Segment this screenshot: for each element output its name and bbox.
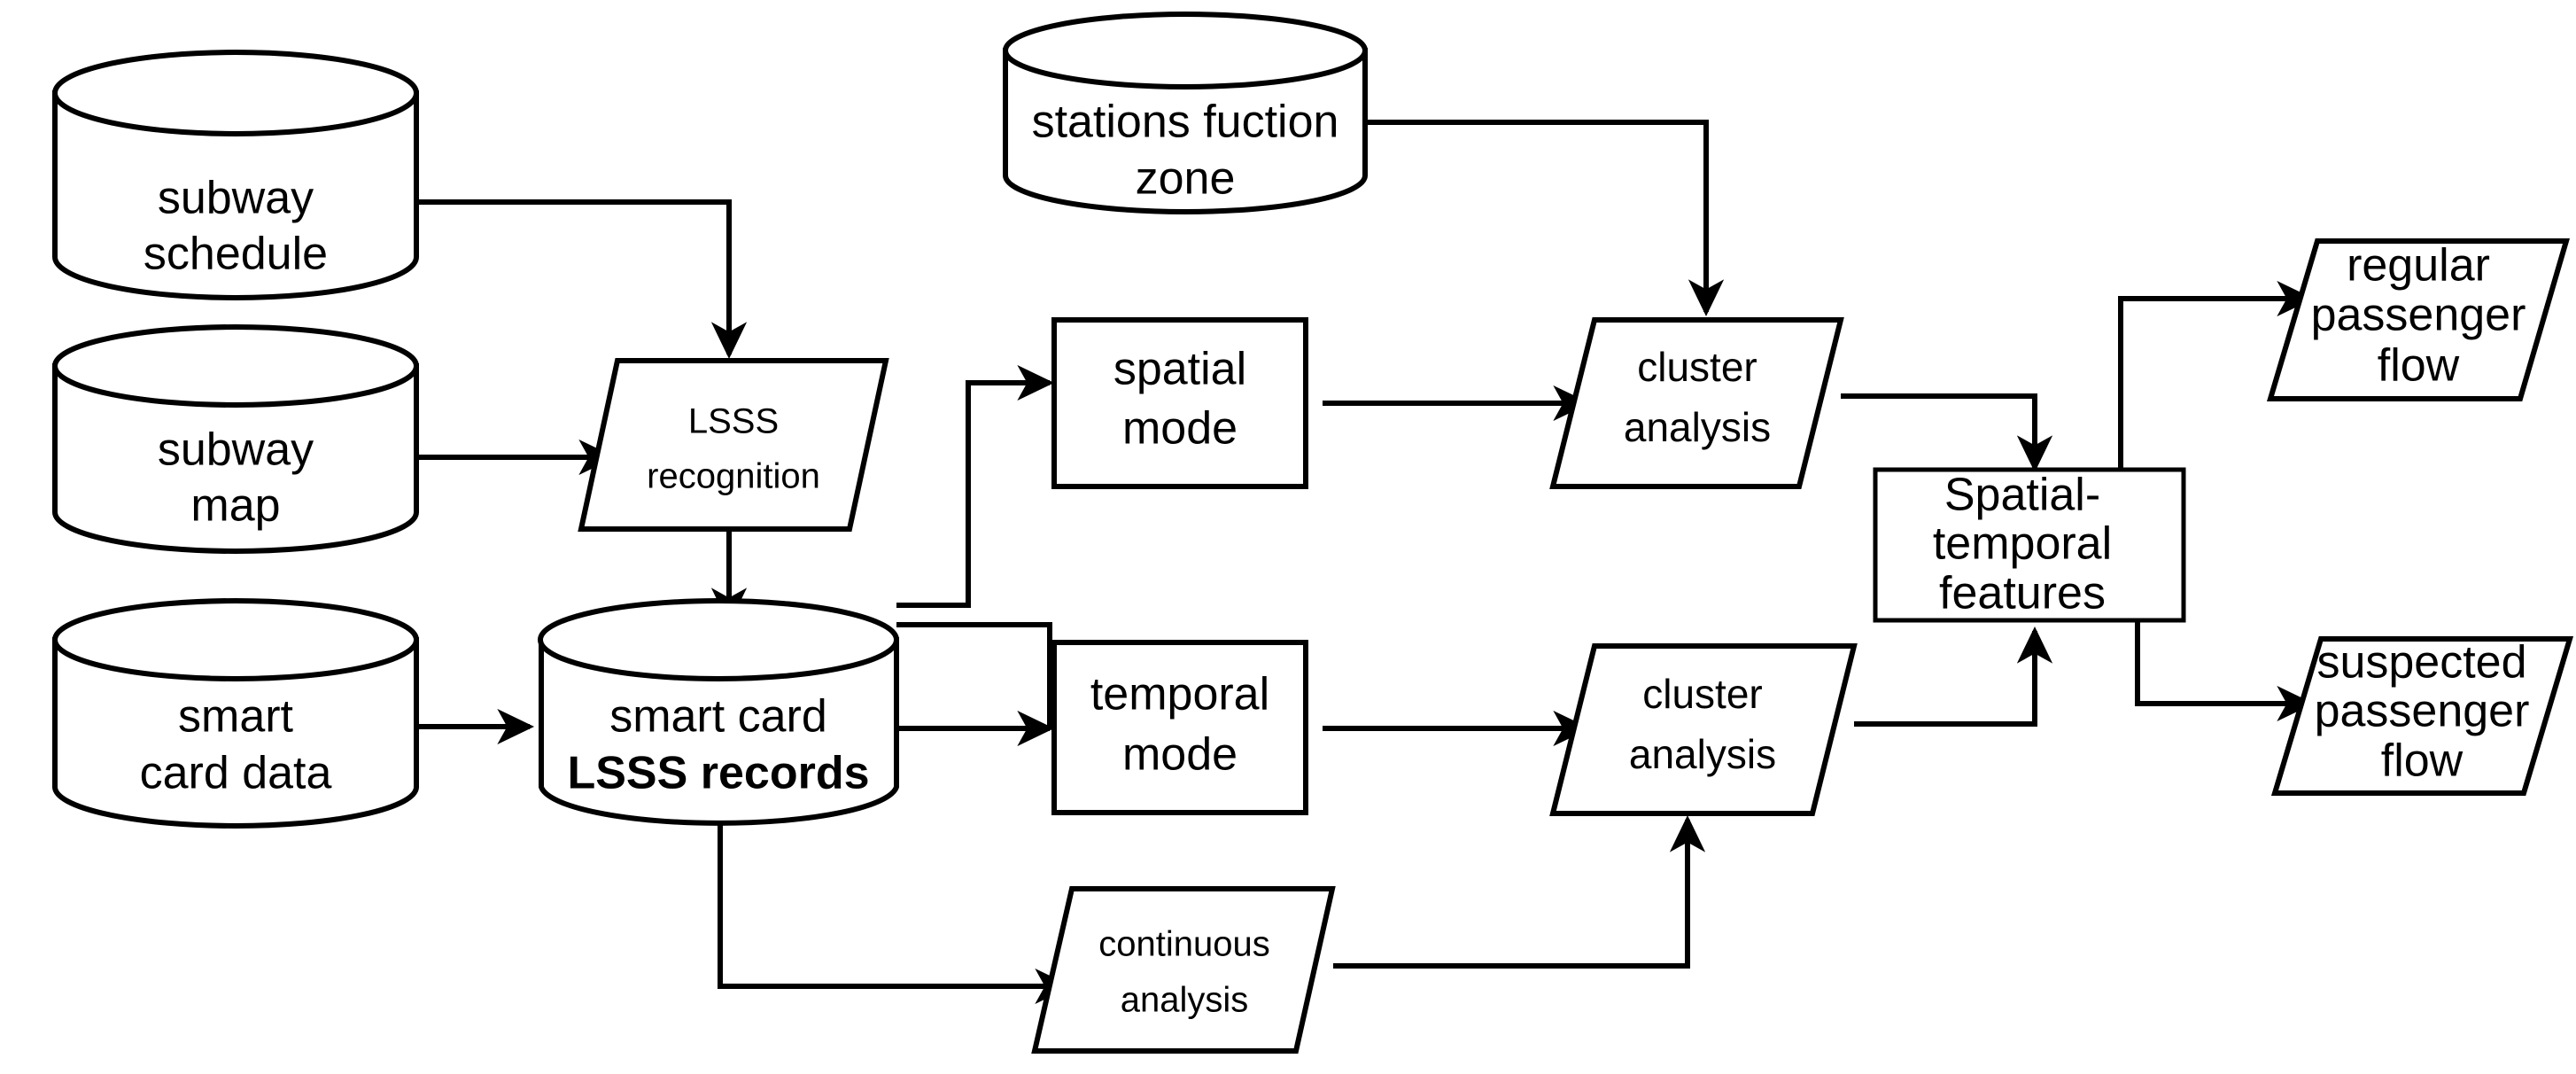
- node-label-line: passenger: [2311, 290, 2526, 341]
- node-continuous-analysis[interactable]: continuous analysis: [1031, 886, 1336, 1054]
- rectangle-shape: [1051, 640, 1308, 815]
- edge-records-to-temporal: [896, 622, 1052, 728]
- parallelogram-shape: [578, 358, 889, 532]
- edge-zone-to-cluster: [1365, 120, 1725, 317]
- node-label-line: regular: [2347, 240, 2490, 292]
- node-label-line: recognition: [647, 457, 820, 496]
- parallelogram-shape: [1549, 643, 1858, 816]
- node-label-line: LSSS records: [567, 748, 869, 799]
- node-cluster-analysis-temporal[interactable]: cluster analysis: [1549, 643, 1858, 816]
- node-stations-fuction-zone[interactable]: stations fuction zone: [1003, 12, 1368, 214]
- parallelogram-shape: [1549, 317, 1844, 489]
- edge-features-to-regular: [2118, 280, 2315, 470]
- cylinder-body: [52, 363, 419, 554]
- cylinder-body: [52, 90, 419, 300]
- edge-continuous-to-cluster: [1333, 814, 1706, 969]
- node-lsss-recognition[interactable]: LSSS recognition: [578, 358, 889, 532]
- node-temporal-mode[interactable]: temporal mode: [1051, 640, 1308, 815]
- node-subway-schedule[interactable]: subway schedule: [52, 50, 419, 300]
- connector-layer: [416, 120, 2315, 1005]
- node-regular-passenger-flow[interactable]: regular passenger flow: [2266, 238, 2571, 401]
- node-label-line: smart card: [609, 691, 827, 743]
- edge-clusterspatial-to-features: [1841, 393, 2053, 473]
- rectangle-shape: [1873, 467, 2186, 623]
- node-smart-card-lsss-records[interactable]: smart card LSSS records: [538, 598, 899, 826]
- node-label-line: passenger: [2315, 686, 2530, 737]
- node-label-line: stations fuction: [1032, 97, 1339, 148]
- parallelogram-shape: [2270, 636, 2574, 796]
- cylinder-top: [538, 598, 899, 681]
- parallelogram-shape: [2266, 238, 2571, 401]
- rectangle-shape: [1051, 317, 1308, 489]
- edge-features-to-suspected: [2135, 620, 2315, 722]
- cylinder-body: [539, 637, 899, 826]
- node-label-line: schedule: [144, 229, 328, 280]
- node-label-line: spatial: [1113, 344, 1246, 395]
- node-subway-map[interactable]: subway map: [52, 324, 419, 554]
- node-cluster-analysis-spatial[interactable]: cluster analysis: [1549, 317, 1844, 489]
- node-label-line: analysis: [1624, 404, 1771, 450]
- node-label-line: LSSS: [688, 402, 779, 441]
- node-label-line: features: [1939, 568, 2106, 619]
- node-label-line: subway: [158, 424, 314, 476]
- cylinder-top: [52, 324, 419, 408]
- node-label-line: mode: [1122, 403, 1238, 455]
- cylinder-top: [52, 598, 419, 681]
- edge-schedule-to-lsss: [416, 199, 748, 360]
- node-smart-card-data[interactable]: smart card data: [52, 598, 419, 829]
- node-spatial-mode[interactable]: spatial mode: [1051, 317, 1308, 489]
- node-label-line: continuous: [1098, 925, 1269, 964]
- node-label-line: flow: [2378, 340, 2460, 392]
- node-label-line: Spatial-: [1944, 470, 2100, 521]
- node-label-line: temporal: [1933, 518, 2112, 570]
- node-label-line: smart: [178, 691, 294, 743]
- node-suspected-passenger-flow[interactable]: suspected passenger flow: [2270, 636, 2574, 796]
- node-label-line: subway: [158, 173, 314, 224]
- node-label-line: cluster: [1637, 344, 1757, 390]
- edge-clustertemporal-to-features: [1854, 626, 2053, 727]
- node-label-line: suspected: [2316, 637, 2526, 689]
- node-label-line: mode: [1122, 729, 1238, 781]
- node-label-line: flow: [2381, 735, 2463, 787]
- parallelogram-shape: [1031, 886, 1336, 1054]
- cylinder-body: [1003, 48, 1368, 214]
- edge-records-to-spatial: [896, 364, 1055, 608]
- cylinder-top: [1003, 12, 1368, 90]
- node-label-line: cluster: [1642, 671, 1762, 717]
- node-label-line: temporal: [1090, 669, 1269, 720]
- node-label-line: zone: [1136, 153, 1236, 205]
- node-label-line: card data: [140, 748, 332, 799]
- cylinder-top: [52, 50, 419, 136]
- cylinder-body: [52, 637, 419, 829]
- edge-records-to-continuous: [718, 818, 1073, 1005]
- node-label-line: analysis: [1121, 981, 1249, 1020]
- node-label-line: map: [190, 480, 280, 532]
- node-spatial-temporal-features[interactable]: Spatial- temporal features: [1873, 467, 2186, 623]
- node-label-line: analysis: [1629, 731, 1776, 777]
